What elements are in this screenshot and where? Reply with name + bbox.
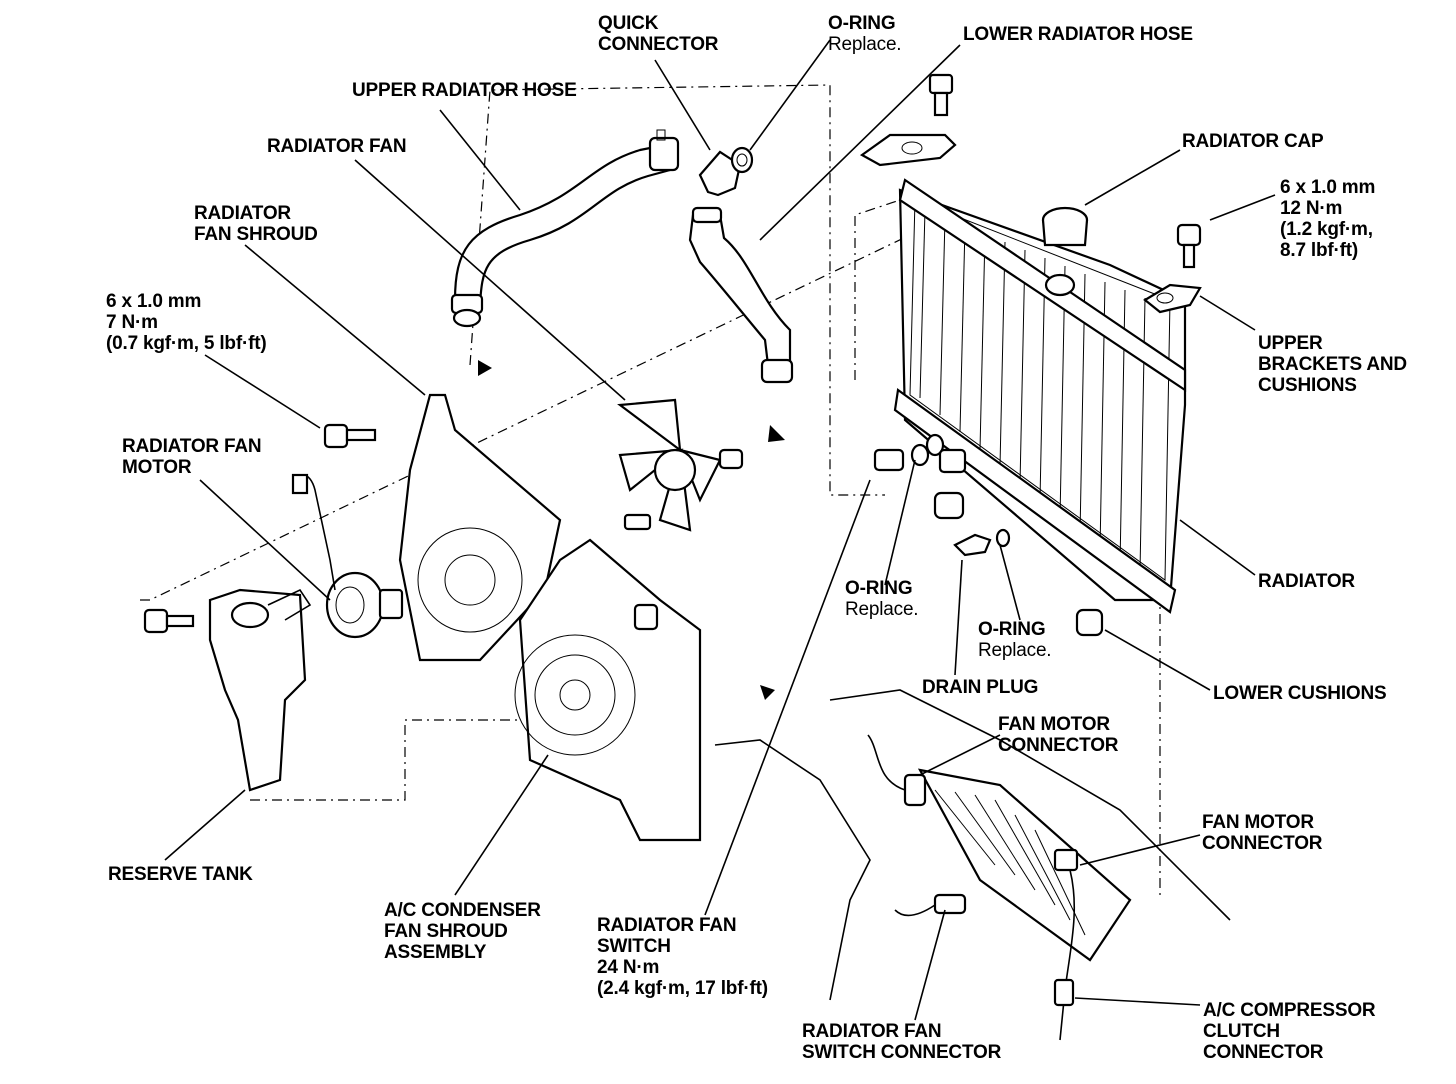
label-reserve-tank: RESERVE TANK xyxy=(108,864,253,885)
direction-arrows xyxy=(478,360,785,700)
vehicle-body-lower xyxy=(714,689,1231,1041)
radiator xyxy=(893,178,1187,614)
label-lower-radiator-hose: LOWER RADIATOR HOSE xyxy=(963,24,1193,45)
radiator-fan-shroud xyxy=(398,393,562,662)
label-upper-radiator-hose: UPPER RADIATOR HOSE xyxy=(352,80,577,101)
label-radiator-fan: RADIATOR FAN xyxy=(267,136,407,157)
upper-bracket-right xyxy=(1143,223,1202,314)
label-lower-cushions: LOWER CUSHIONS xyxy=(1213,683,1387,704)
radiator-fan-blade xyxy=(617,398,744,532)
label-radiator: RADIATOR xyxy=(1258,571,1355,592)
left-bolts xyxy=(143,423,377,634)
upper-radiator-hose xyxy=(450,129,680,328)
label-drain-plug: DRAIN PLUG xyxy=(922,677,1039,698)
drain-plug-part xyxy=(953,528,1104,637)
top-bolt-and-bracket xyxy=(859,73,957,167)
reserve-tank xyxy=(208,588,312,792)
radiator-fan-motor xyxy=(291,473,404,639)
lower-radiator-hose xyxy=(688,206,794,384)
leader-lines xyxy=(164,39,1276,1021)
radiator-fan-switch-part xyxy=(873,433,967,520)
radiator-cap xyxy=(1041,206,1089,297)
ac-condenser-fan-shroud xyxy=(514,538,702,842)
label-radiator-cap: RADIATOR CAP xyxy=(1182,131,1324,152)
quick-connector xyxy=(698,146,754,197)
